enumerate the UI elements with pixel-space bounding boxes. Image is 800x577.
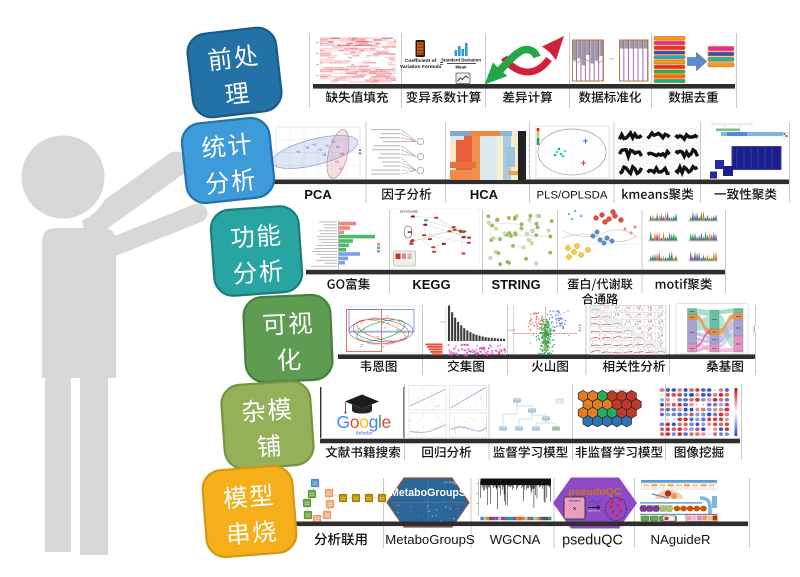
svg-text:x = A log O: x = A log O xyxy=(444,481,460,485)
svg-text:MetaboGroupS: MetaboGroupS xyxy=(385,532,475,547)
svg-text:PLS/OPLSDA: PLS/OPLSDA xyxy=(537,189,608,201)
svg-text:→: → xyxy=(608,55,615,62)
svg-text:STRING: STRING xyxy=(491,277,540,292)
svg-text:-0.15: -0.15 xyxy=(625,308,631,310)
svg-text:-0.65: -0.65 xyxy=(647,322,653,324)
svg-text:0.27: 0.27 xyxy=(658,329,663,331)
svg-text:0.11: 0.11 xyxy=(658,343,663,345)
svg-text:-0.39: -0.39 xyxy=(658,336,664,338)
svg-text:x3: x3 xyxy=(335,160,339,164)
svg-text:x6: x6 xyxy=(340,152,344,156)
svg-text:0.36: 0.36 xyxy=(615,315,620,317)
svg-text:-0.71: -0.71 xyxy=(604,308,610,310)
svg-text:WGCNA: WGCNA xyxy=(490,532,541,547)
svg-text:PCA: PCA xyxy=(304,187,332,202)
svg-text:x2: x2 xyxy=(339,167,343,171)
svg-text:+2: +2 xyxy=(318,148,322,152)
svg-text:Coefficient of: Coefficient of xyxy=(405,58,437,64)
svg-text:+3: +3 xyxy=(312,143,316,147)
svg-text:pseudoQC: pseudoQC xyxy=(568,486,622,498)
svg-text:-0.12: -0.12 xyxy=(625,315,631,317)
svg-text:0.87: 0.87 xyxy=(637,308,642,310)
svg-text:0.13: 0.13 xyxy=(626,322,631,324)
svg-text:0.69: 0.69 xyxy=(637,322,642,324)
svg-text:x1: x1 xyxy=(336,145,340,149)
svg-text:MetaboGroupS: MetaboGroupS xyxy=(390,487,466,499)
svg-text:Google: Google xyxy=(337,412,391,432)
svg-text:-0.41: -0.41 xyxy=(636,315,642,317)
svg-text:Mean: Mean xyxy=(455,65,467,70)
svg-text:Size: Size xyxy=(440,320,446,324)
svg-text:Standard Deviation: Standard Deviation xyxy=(441,58,481,63)
svg-text:0.35: 0.35 xyxy=(658,315,663,317)
svg-text:+1: +1 xyxy=(325,144,329,148)
svg-text:+4: +4 xyxy=(296,150,300,154)
svg-text:KEGG: KEGG xyxy=(412,277,450,292)
svg-text:Variation Formula: Variation Formula xyxy=(400,64,442,70)
svg-text:0.72: 0.72 xyxy=(658,308,663,310)
svg-text:0.80: 0.80 xyxy=(647,329,652,331)
svg-text:Samples: Samples xyxy=(569,499,581,503)
svg-text:GLYCOLYSIS: GLYCOLYSIS xyxy=(400,210,418,214)
svg-text:0.06: 0.06 xyxy=(647,315,652,317)
svg-text:0.70: 0.70 xyxy=(647,336,652,338)
svg-text:-0.21: -0.21 xyxy=(614,308,620,310)
svg-text:-0.54: -0.54 xyxy=(647,308,653,310)
svg-text:regression: regression xyxy=(588,508,601,512)
svg-text:+5: +5 xyxy=(331,140,335,144)
svg-text:+5: +5 xyxy=(305,146,309,150)
svg-text:-0.25: -0.25 xyxy=(658,322,664,324)
svg-text:-0.32: -0.32 xyxy=(636,329,642,331)
svg-text:+8: +8 xyxy=(322,153,326,157)
svg-text:-log10P: -log10P xyxy=(507,328,516,332)
svg-text:Scholar: Scholar xyxy=(356,430,373,435)
svg-text:=: = xyxy=(440,62,444,68)
svg-text:HCA: HCA xyxy=(470,187,499,202)
svg-text:pseduQC: pseduQC xyxy=(562,532,623,548)
svg-text:×: × xyxy=(572,506,576,513)
svg-text:NAguideR: NAguideR xyxy=(650,532,710,547)
